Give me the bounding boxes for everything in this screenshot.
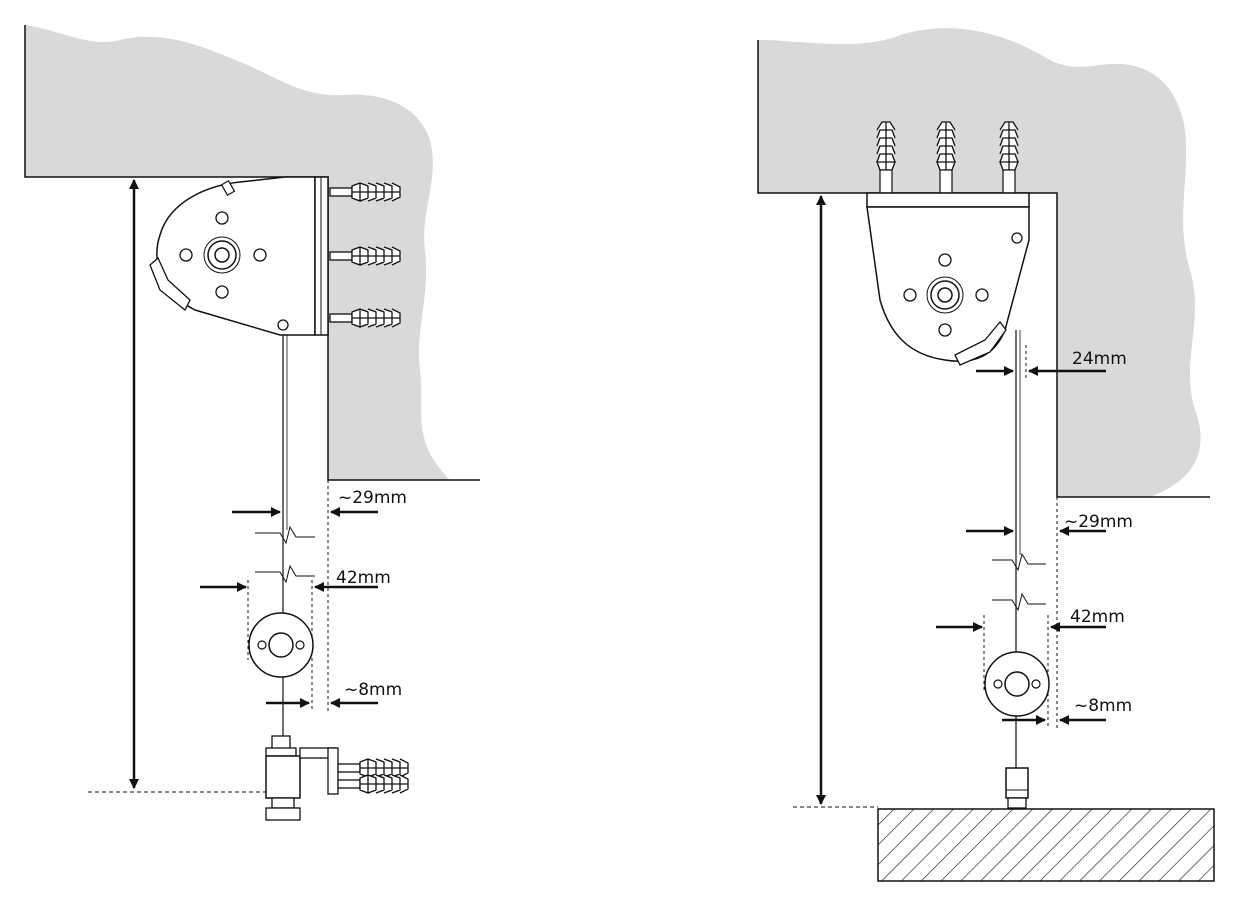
left-bracket-unit	[149, 176, 329, 336]
left-diagram: ~29mm 42mm ~8mm	[24, 25, 480, 821]
right-floor-block	[877, 808, 1215, 882]
left-dim-weight-width: 42mm	[200, 568, 391, 592]
left-wall-mass	[25, 25, 450, 480]
left-label-weight-offset: ~8mm	[344, 680, 402, 700]
left-tension-weight	[248, 612, 314, 678]
right-label-weight-width: 42mm	[1070, 607, 1125, 627]
right-floor-tensioner	[1005, 767, 1029, 809]
right-ceiling-anchors	[876, 121, 1019, 194]
right-label-gap-bracket: ~29mm	[1064, 512, 1133, 532]
right-diagram: 24mm ~29mm 42mm ~8mm	[757, 28, 1215, 882]
right-dim-top-gap: 24mm	[976, 349, 1127, 376]
left-floor-tensioner	[265, 735, 409, 821]
right-dim-weight-width: 42mm	[936, 607, 1125, 632]
right-label-weight-offset: ~8mm	[1074, 696, 1132, 716]
right-dim-bracket-gap: ~29mm	[966, 512, 1133, 536]
left-label-weight-width: 42mm	[336, 568, 391, 588]
left-dim-weight-offset: ~8mm	[266, 680, 402, 708]
right-wall-mass	[758, 28, 1201, 498]
right-bracket-unit	[866, 192, 1030, 366]
left-label-gap-bracket: ~29mm	[338, 488, 407, 508]
right-dim-weight-offset: ~8mm	[1002, 696, 1132, 725]
right-tension-weight	[984, 651, 1050, 717]
right-label-gap-top: 24mm	[1072, 349, 1127, 369]
left-dim-bracket-gap: ~29mm	[232, 488, 407, 517]
